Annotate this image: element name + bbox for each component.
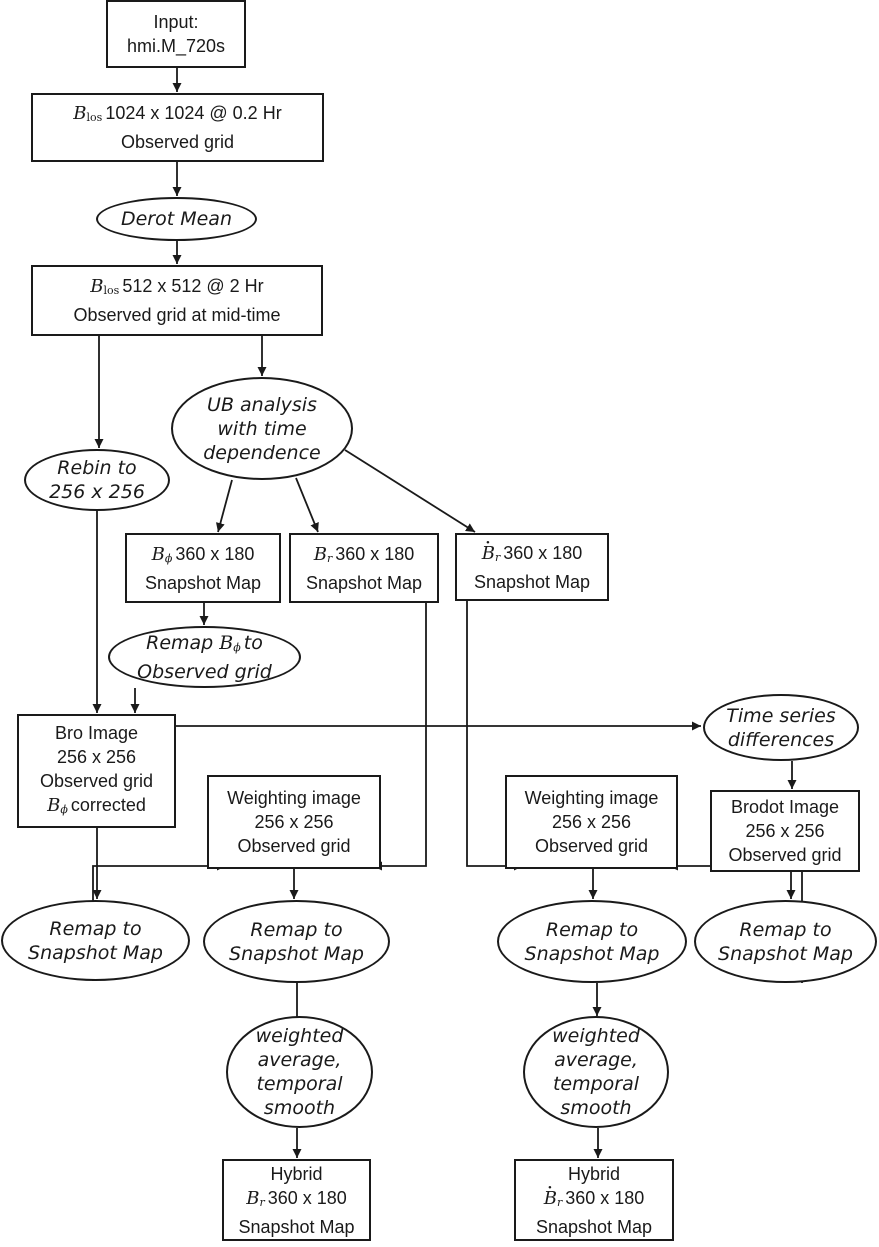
blos-1024-grid: Observed grid [120,132,235,152]
time-series-oval: Time series differences [703,694,859,761]
edge-ub-to-brdot [344,449,476,533]
weighted-right-line-1: weighted [552,1025,640,1047]
bro-image-size: 256 x 256 [56,746,137,767]
ub-line-3: dependence [203,441,321,464]
hybrid-brdot-title: Hybrid [567,1163,620,1184]
remap-snapshot-oval-4: Remap to Snapshot Map [694,900,877,983]
blos-symbol: Blos [73,103,103,124]
weighted-left-line-2: average, [257,1049,342,1071]
input-box: Input: hmi.M_720s [106,0,246,68]
remap-snapshot-oval-2: Remap to Snapshot Map [203,900,390,983]
remap-bphi-line-2: Observed grid [137,660,272,683]
edge-brdot-to-weighted-right [466,601,523,871]
brodot-image-box: Brodot Image 256 x 256 Observed grid [710,790,860,872]
brdot-symbol: Br [544,1175,563,1215]
bphi-symbol: Bϕ [151,543,173,565]
edge-ub-to-br [295,477,319,533]
bro-image-title: Bro Image [54,722,139,743]
rebin-line-2: 256 x 256 [49,481,145,503]
weighting-left-grid: Observed grid [237,836,351,856]
edge-br-to-weighted-left [373,603,427,871]
rebin-line-1: Rebin to [57,457,137,479]
rebin-oval: Rebin to 256 x 256 [24,449,170,511]
brdot-snapshot-label: Snapshot Map [473,571,591,592]
ub-analysis-oval: UB analysis with time dependence [171,377,353,480]
brodot-image-size: 256 x 256 [745,821,825,841]
br-symbol: Br [313,543,333,565]
weighting-right-size: 256 x 256 [551,812,632,832]
weighting-right-title: Weighting image [524,788,659,808]
input-label: Input: [153,12,199,32]
derot-mean-oval: Derot Mean [96,197,257,241]
ub-line-1: UB analysis [207,393,317,416]
edge-ub-to-bphi [215,479,233,533]
weighted-left-line-3: temporal [256,1073,343,1095]
brodot-image-title: Brodot Image [730,797,840,817]
derot-mean-label: Derot Mean [120,208,232,230]
br-symbol: Br [246,1187,265,1209]
time-series-line-1: Time series [726,704,836,727]
weighting-left-size: 256 x 256 [254,812,334,832]
bphi-symbol: Bϕ [219,631,241,654]
remap-snapshot-oval-3: Remap to Snapshot Map [497,900,687,983]
remap-snapshot-oval-1: Remap to Snapshot Map [1,900,190,981]
blos-symbol: Blos [90,276,120,297]
input-series: hmi.M_720s [126,36,226,56]
brodot-image-grid: Observed grid [728,845,842,865]
br-snapshot-label: Snapshot Map [305,572,423,593]
weighted-right-line-2: average, [554,1049,638,1071]
bro-image-grid: Observed grid [39,770,154,791]
hybrid-brdot-label: Snapshot Map [535,1216,653,1237]
hybrid-br-title: Hybrid [270,1163,323,1184]
weighting-left-title: Weighting image [227,788,361,808]
remap-snapshot-1-line-1: Remap to [49,917,142,940]
weighting-image-left-box: Weighting image 256 x 256 Observed grid [207,775,381,869]
blos-512-grid: Observed grid at mid-time [73,305,281,325]
remap-snapshot-1-line-2: Snapshot Map [28,941,163,964]
bphi-symbol: Bϕ [47,794,68,816]
time-series-line-2: differences [727,728,835,751]
weighted-left-line-4: smooth [263,1097,336,1119]
remap-snapshot-3-line-1: Remap to [545,918,639,941]
remap-snapshot-2-line-2: Snapshot Map [229,942,364,965]
weighting-image-right-box: Weighting image 256 x 256 Observed grid [505,775,678,869]
weighted-right-line-4: smooth [560,1097,632,1119]
weighted-average-right-oval: weighted average, temporal smooth [523,1016,669,1128]
remap-snapshot-4-line-2: Snapshot Map [718,942,853,965]
remap-snapshot-3-line-2: Snapshot Map [524,942,660,965]
weighting-right-grid: Observed grid [534,836,649,856]
bphi-snapshot-label: Snapshot Map [144,572,262,593]
weighted-left-line-1: weighted [255,1025,344,1047]
ub-line-2: with time [217,417,307,440]
remap-snapshot-4-line-1: Remap to [739,918,832,941]
weighted-right-line-3: temporal [552,1073,640,1095]
remap-snapshot-2-line-1: Remap to [250,918,343,941]
hybrid-br-label: Snapshot Map [238,1216,355,1237]
brdot-symbol: Br [482,530,501,570]
weighted-average-left-oval: weighted average, temporal smooth [226,1016,373,1128]
